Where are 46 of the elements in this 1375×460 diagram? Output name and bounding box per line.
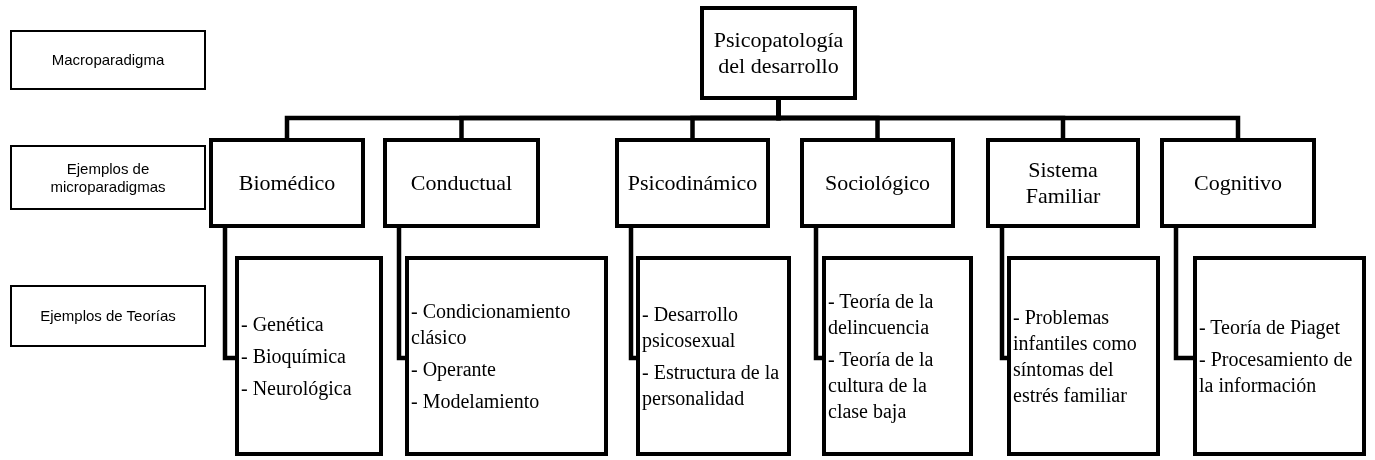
theory-item: - Teoría de la cultura de la clase baja <box>828 347 935 424</box>
theory-item: - Teoría de la delincuencia <box>828 289 935 340</box>
box-label: Biomédico <box>238 169 336 197</box>
box-label: Sociológico <box>824 169 931 197</box>
box-label: Ejemplos de Teorías <box>40 307 176 325</box>
connector-line <box>396 228 405 361</box>
paradigm-box <box>800 138 955 228</box>
box-label: Psicopatología del desarrollo <box>712 26 845 80</box>
theory-box <box>235 256 383 456</box>
paradigm-box <box>1160 138 1316 228</box>
row-label-box <box>10 285 206 347</box>
theory-box <box>636 256 791 456</box>
paradigm-box <box>986 138 1140 228</box>
box-label: Psicodinámico <box>627 169 758 197</box>
theory-box <box>405 256 608 456</box>
theory-item: - Neurológica <box>241 376 353 401</box>
theory-box <box>1193 256 1366 456</box>
box-label: Macroparadigma <box>51 51 165 69</box>
box-label: Cognitivo <box>1194 169 1282 197</box>
theory-item: - Desarrollo psicosexual <box>642 302 740 353</box>
theory-box <box>1007 256 1160 456</box>
paradigm-box <box>209 138 365 228</box>
theory-item: - Estructura de la personalidad <box>642 360 781 411</box>
connector-line <box>222 228 235 361</box>
row-label-box <box>10 30 206 90</box>
connector-line <box>1173 228 1193 361</box>
theory-box <box>822 256 973 456</box>
theory-item: - Problemas infantiles como síntomas del estrés familiar <box>1013 305 1138 408</box>
connector-line <box>999 228 1007 361</box>
theory-item: - Bioquímica <box>241 344 347 369</box>
box-label: Ejemplos de microparadigmas <box>49 159 167 196</box>
connector-line <box>776 100 1241 138</box>
theory-item: - Teoría de Piaget <box>1199 315 1341 340</box>
paradigm-box <box>383 138 540 228</box>
theory-item: - Genética <box>241 312 325 337</box>
theory-item: - Condicionamiento clásico <box>411 299 572 350</box>
theory-item: - Operante <box>411 357 497 382</box>
connector-line <box>628 228 636 361</box>
paradigm-box <box>615 138 770 228</box>
connector-line <box>813 228 822 361</box>
theory-item: - Modelamiento <box>411 389 541 414</box>
box-label: Conductual <box>410 169 513 197</box>
theory-item: - Procesamiento de la información <box>1199 347 1354 398</box>
box-label: Sistema Familiar <box>1024 156 1102 210</box>
row-label-box <box>10 145 206 210</box>
paradigm-box <box>700 6 857 100</box>
